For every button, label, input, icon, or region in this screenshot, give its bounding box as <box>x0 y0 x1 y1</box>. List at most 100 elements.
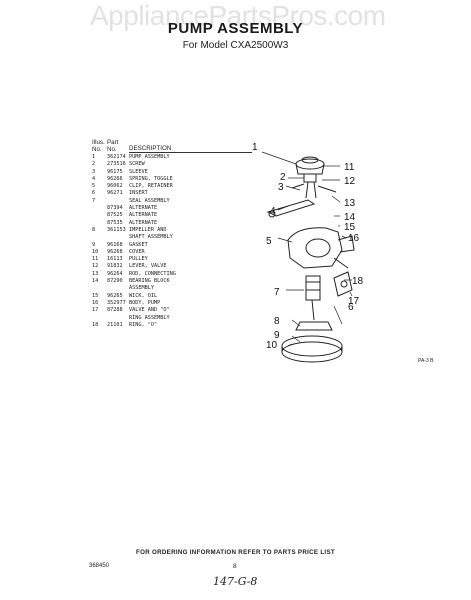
illus-number: 18 <box>92 321 99 328</box>
header-part: Part No. <box>107 139 119 153</box>
part-number: 87290 <box>107 278 123 285</box>
part-number <box>107 315 129 322</box>
part-number <box>107 198 129 205</box>
illus-number <box>92 315 107 322</box>
illus-number: 13 <box>92 270 99 277</box>
part-number: 96266 <box>107 175 123 182</box>
header-description: DESCRIPTION <box>129 145 252 153</box>
part-number: 96271 <box>107 190 123 197</box>
impeller-shape <box>295 299 333 331</box>
part-description: SLEEVE <box>129 168 148 175</box>
watermark: AppliancePartsPros.com <box>90 0 386 31</box>
illus-number <box>92 285 107 292</box>
illus-number: 17 <box>92 307 99 314</box>
part-number: 96268 <box>107 248 123 255</box>
part-number: 96264 <box>107 270 123 277</box>
illus-number <box>92 234 107 241</box>
part-description: PUMP ASSEMBLY <box>129 154 170 160</box>
callout-5: 5 <box>266 236 272 247</box>
illus-number: 12 <box>92 263 99 270</box>
part-description: COVER <box>129 248 145 255</box>
callout-14: 14 <box>344 212 356 223</box>
table-row: SHAFT ASSEMBLY <box>92 234 252 241</box>
illus-number: 7 <box>92 197 96 204</box>
part-description: GASKET <box>129 241 148 248</box>
part-description: RING, "O" <box>129 321 158 328</box>
part-description: IMPELLER AND <box>129 226 167 233</box>
illus-number <box>92 212 107 219</box>
part-number <box>107 285 129 292</box>
part-description: BODY, PUMP <box>129 299 161 306</box>
part-description: LEVER, VALVE <box>129 263 167 270</box>
part-description: ROD, CONNECTING <box>129 270 176 277</box>
part-number: 91832 <box>107 263 123 270</box>
part-number: 96062 <box>107 183 123 190</box>
illus-number: 6 <box>92 190 96 197</box>
ordering-footer: FOR ORDERING INFORMATION REFER TO PARTS … <box>136 549 335 556</box>
document-code: 368450 <box>89 563 110 569</box>
part-description: SPRING, TOGGLE <box>129 175 173 182</box>
part-description: CLIP, RETAINER <box>129 183 173 190</box>
callout-8: 8 <box>274 316 280 327</box>
part-description: SEAL ASSEMBLY <box>129 197 170 204</box>
valve-shape <box>333 271 353 297</box>
table-row: 7 SEAL ASSEMBLY <box>92 198 252 205</box>
callout-1: 1 <box>252 142 258 153</box>
illus-number: 3 <box>92 168 96 175</box>
pump-exploded-diagram: 1 2 3 4 5 6 7 8 9 10 11 12 13 14 15 16 1… <box>252 142 364 363</box>
part-number: 361153 <box>107 226 126 233</box>
part-number <box>107 234 129 241</box>
part-description: PULLEY <box>129 256 148 263</box>
callout-7: 7 <box>274 287 280 298</box>
handwritten-note: 147-G-8 <box>213 575 258 588</box>
part-number: 87394 <box>107 205 123 212</box>
body-shape <box>287 227 355 269</box>
table-row: 12 91832 LEVER, VALVE <box>92 263 252 270</box>
part-description: RING ASSEMBLY <box>129 314 170 321</box>
part-number: 352977 <box>107 299 126 306</box>
callout-15: 15 <box>344 222 356 233</box>
cover-shape <box>281 335 343 363</box>
callout-2: 2 <box>280 172 286 183</box>
callout-6: 6 <box>348 302 354 313</box>
callout-10: 10 <box>266 340 278 351</box>
illus-number <box>92 205 107 212</box>
illus-number: 8 <box>92 226 96 233</box>
callout-17: 17 <box>348 296 360 307</box>
header-illus: Illus. No. <box>92 139 105 153</box>
part-number: 273516 <box>107 161 126 168</box>
callout-11: 11 <box>344 162 355 173</box>
part-number: 87535 <box>107 219 123 226</box>
model-subtitle: For Model CXA2500W3 <box>182 40 289 51</box>
table-row: 87535 ALTERNATE <box>92 220 252 227</box>
part-description: SCREW <box>129 161 145 168</box>
table-row: RING ASSEMBLY <box>92 315 252 322</box>
part-description: ASSEMBLY <box>129 285 154 292</box>
callout-9: 9 <box>274 330 280 341</box>
part-description: INSERT <box>129 190 148 197</box>
part-number: 96175 <box>107 168 123 175</box>
part-number: 21101 <box>107 321 123 328</box>
part-description: SHAFT ASSEMBLY <box>129 234 173 241</box>
callout-16: 16 <box>348 233 360 244</box>
part-description: WICK, OIL <box>129 292 158 299</box>
illus-number: 5 <box>92 183 96 190</box>
part-number: 87288 <box>107 307 123 314</box>
part-number: 16113 <box>107 256 123 263</box>
illus-number: 10 <box>92 248 99 255</box>
table-row: ASSEMBLY <box>92 285 252 292</box>
illus-number: 2 <box>92 161 96 168</box>
part-description: ALTERNATE <box>129 219 158 226</box>
table-row: 4 96266 SPRING, TOGGLE <box>92 176 252 183</box>
illus-number: 4 <box>92 175 96 182</box>
table-row: 6 96271 INSERT <box>92 190 252 197</box>
table-row: 18 21101 RING, "O" <box>92 322 252 329</box>
illus-number: 11 <box>92 256 99 263</box>
